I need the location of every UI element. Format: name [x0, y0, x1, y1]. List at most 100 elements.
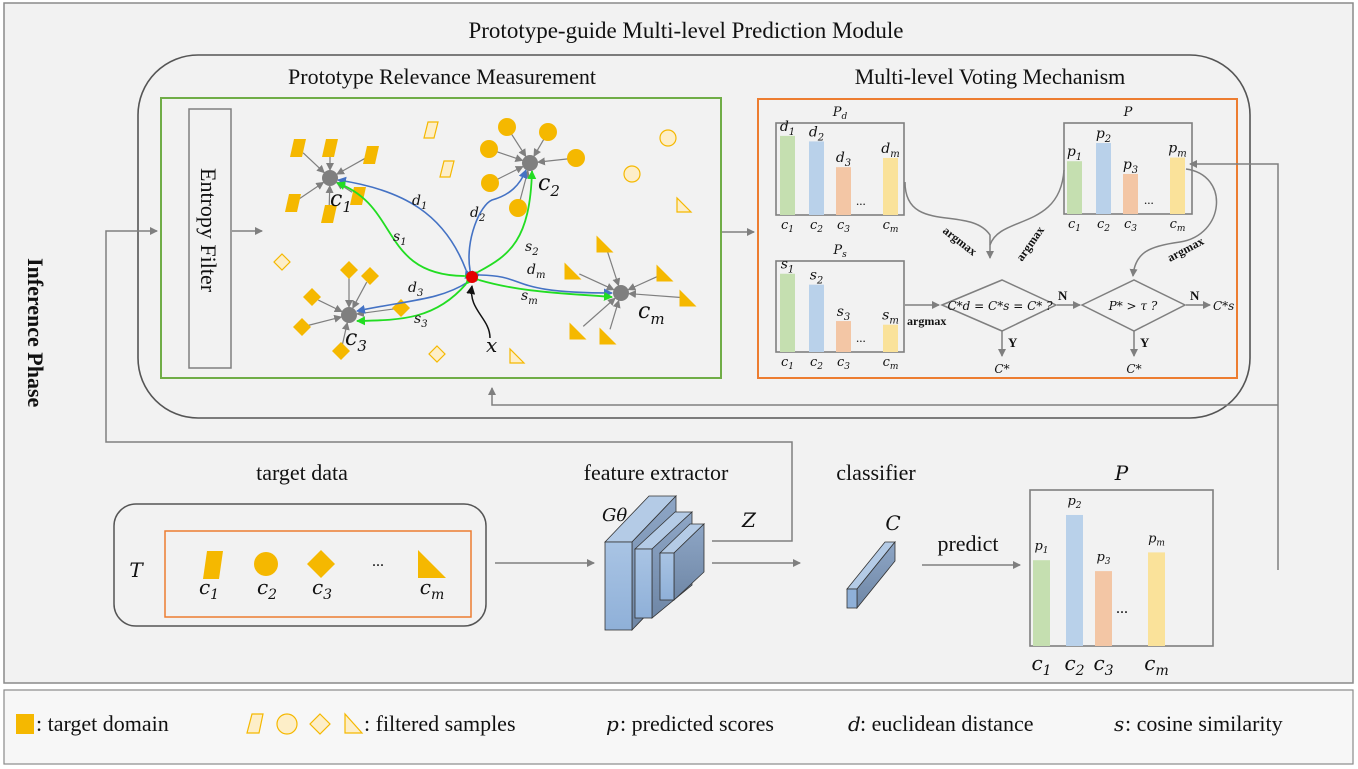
feature-to-filter-line [105, 227, 793, 542]
target-sample-circle [539, 123, 557, 141]
sample-to-prototype-arrow [606, 250, 621, 287]
pipeline-p-chart-ellipsis: ... [1116, 600, 1128, 617]
decision2-output: C* [1126, 362, 1141, 376]
p-to-relevance-line [488, 387, 1278, 406]
prototype-node [613, 285, 629, 301]
filtered-sample-triangle [509, 347, 526, 364]
target-sample-parallelogram [290, 139, 306, 157]
filtered-sample-circle [623, 165, 641, 183]
decision1-yes-label: Y [1008, 335, 1018, 350]
p-chart-bar [1096, 143, 1111, 214]
sample-to-prototype-arrow [336, 157, 366, 175]
decision2-no-label: N [1190, 288, 1200, 303]
p-chart-bar [1067, 161, 1082, 214]
legend-s-symbol: s [1114, 712, 1124, 736]
pipeline-p-chart-bar [1033, 560, 1050, 646]
classifier-label: classifier [836, 460, 916, 485]
sample-to-prototype-arrow [609, 299, 621, 330]
p-chart-title: P [1123, 105, 1133, 120]
target-sample-triangle [656, 264, 674, 282]
query-label: x [486, 333, 497, 357]
target-sample-circle [481, 174, 499, 192]
target-sample-diamond [303, 288, 321, 306]
voting-frame [757, 98, 1238, 379]
p-argmax-arrow-2 [1129, 168, 1218, 277]
decision-consensus [940, 279, 1058, 332]
filtered-sample-triangle [676, 196, 693, 213]
p-chart-bar [1123, 173, 1138, 214]
sample-to-prototype-arrow [341, 321, 350, 345]
decision2-yes-label: Y [1140, 335, 1150, 350]
target-sample-parallelogram [321, 205, 337, 223]
ps-chart-bar [780, 273, 795, 352]
classifier-block [846, 540, 896, 610]
sample-to-prototype-arrow [627, 290, 682, 299]
relevance-title: Prototype Relevance Measurement [288, 64, 596, 89]
module-container [137, 54, 1251, 419]
legend-filtered-samples: : filtered samples [364, 711, 516, 736]
target-data-label: target data [256, 460, 348, 485]
similarity-arrow [356, 275, 475, 326]
argmax-label-ps: argmax [907, 314, 946, 328]
entropy-filter-box [188, 108, 232, 369]
feature-extractor-block [604, 495, 705, 631]
sample-to-prototype-arrow [308, 314, 343, 326]
sample-to-prototype-arrow [318, 299, 343, 313]
decision-threshold [1080, 279, 1187, 332]
sample-to-prototype-arrow [536, 157, 570, 166]
target-sample-parallelogram [363, 146, 379, 164]
predict-label: predict [937, 531, 998, 556]
target-sample-triangle [599, 327, 617, 345]
similarity-arrow [468, 170, 537, 280]
ps-chart-bar [809, 284, 824, 352]
target-sample-circle [509, 199, 527, 217]
sample-to-prototype-arrow [298, 181, 325, 200]
target-sample-diamond [332, 342, 350, 360]
ps-chart-bar [883, 324, 898, 352]
sample-to-prototype-arrow [325, 184, 334, 208]
legend-d-symbol: d [848, 712, 861, 736]
target-sample-parallelogram [322, 139, 338, 157]
filtered-parallelogram-icon [246, 713, 264, 734]
filtered-triangle-icon [344, 712, 364, 734]
target-sample-diamond [293, 318, 311, 336]
legend-target-domain: : target domain [36, 711, 169, 736]
p-argmax-arrow [989, 169, 1065, 246]
decision1-no-label: N [1058, 288, 1068, 303]
p-to-voting-line [1189, 160, 1279, 570]
pipeline-p-chart-frame [1029, 489, 1214, 647]
target-class-diamond [307, 550, 335, 578]
legend-cosine-similarity: : cosine similarity [1125, 711, 1283, 736]
sample-to-prototype-arrow [495, 150, 524, 162]
target-sample-circle [498, 118, 516, 136]
extractor-symbol: Gθ [602, 505, 627, 526]
prototype-node [341, 307, 357, 323]
legend-box [3, 689, 1354, 765]
filtered-sample-diamond [273, 253, 291, 271]
prototype-node [522, 155, 538, 171]
query-pointer-arrow [466, 285, 491, 339]
pd-chart-ellipsis: ... [856, 193, 866, 208]
target-sample-triangle [679, 289, 697, 307]
sample-to-prototype-arrow [627, 275, 659, 291]
decision-consensus-text: C*d = C*s = C* ? [948, 299, 1054, 313]
filtered-circle-icon [276, 713, 298, 735]
voting-charts: Pdd1c1d2c2d3c3dmcm...Pss1c1s2c2s3c3smcm.… [775, 105, 1193, 372]
pipeline-p-chart-bar [1148, 552, 1165, 646]
legend-filtered-shapes [246, 712, 364, 735]
decision1-output: C* [994, 362, 1009, 376]
decision2-no-output: C*s [1213, 299, 1234, 313]
legend-euclidean-distance: : euclidean distance [860, 711, 1033, 736]
voting-title: Multi-level Voting Mechanism [855, 64, 1126, 89]
sample-to-prototype-arrow [510, 132, 527, 158]
filtered-diamond-icon [309, 713, 331, 735]
relevance-frame [160, 97, 722, 379]
legend-p-symbol: p [606, 712, 619, 736]
legend-predicted-scores: : predicted scores [620, 711, 774, 736]
filtered-sample-circle [659, 129, 677, 147]
pipeline-p-chart-bar [1095, 571, 1112, 646]
ps-chart-bar [836, 321, 851, 352]
sample-to-prototype-arrow [533, 137, 546, 157]
target-sample-parallelogram [285, 194, 301, 212]
